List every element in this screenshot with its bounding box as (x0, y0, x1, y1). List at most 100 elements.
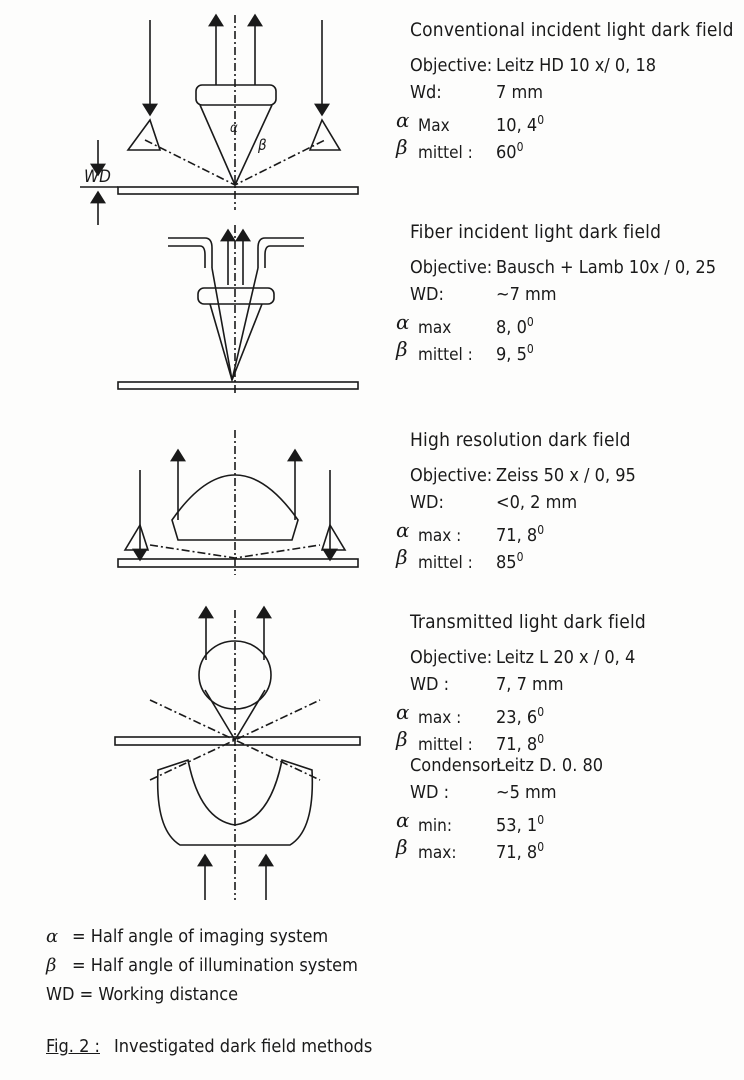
parameter-subscript: mittel : (418, 735, 473, 755)
parameter-value: 71, 80 (496, 726, 544, 758)
diagram-high-resolution (117, 430, 359, 575)
wd-label: WD (84, 167, 111, 187)
value-text: <0, 2 mm (496, 492, 578, 513)
parameter-row: WD:~7 mm (396, 282, 744, 309)
parameter-label: WD: (410, 492, 444, 513)
parameter-symbol: β (396, 727, 408, 751)
parameter-row: Condensor:Leitz D. 0. 80 (396, 753, 744, 780)
parameter-value: 600 (496, 134, 523, 166)
figure-caption: Fig. 2 :Investigated dark field methods (46, 1036, 372, 1057)
parameter-value: Leitz L 20 x / 0, 4 (496, 645, 635, 671)
parameter-row: β mittel : 600 (396, 134, 744, 163)
value-text: 8, 0 (496, 317, 527, 338)
value-text: 71, 8 (496, 525, 538, 546)
parameter-symbol: α (396, 108, 410, 132)
parameter-row: α min: 53, 10 (396, 807, 744, 836)
value-text: Zeiss 50 x / 0, 95 (496, 465, 636, 486)
parameter-value: 53, 10 (496, 807, 544, 839)
parameter-value: 71, 80 (496, 517, 544, 549)
parameter-subscript: mittel : (418, 143, 473, 163)
parameter-symbol: α (396, 700, 410, 724)
parameter-row: α Max 10, 40 (396, 107, 744, 136)
legend-symbol: α (46, 926, 59, 947)
parameter-subscript: Max (418, 116, 450, 136)
parameter-row: Objective:Leitz L 20 x / 0, 4 (396, 645, 744, 672)
parameter-symbol: α (396, 518, 410, 542)
legend-item: β = Half angle of illumination system (46, 951, 358, 980)
legend-item: WD = Working distance (46, 980, 358, 1009)
parameter-value: 8, 00 (496, 309, 534, 341)
parameter-value: 71, 80 (496, 834, 544, 866)
value-text: 60 (496, 142, 517, 163)
parameter-value: Bausch + Lamb 10x / 0, 25 (496, 255, 716, 281)
value-text: 23, 6 (496, 707, 538, 728)
parameter-value: 850 (496, 544, 523, 576)
parameter-label: Objective: (410, 257, 493, 278)
parameter-row: Objective:Leitz HD 10 x/ 0, 18 (396, 53, 744, 80)
parameter-row: Objective:Zeiss 50 x / 0, 95 (396, 463, 744, 490)
value-text: 9, 5 (496, 344, 527, 365)
degree-superscript: 0 (537, 523, 545, 537)
legend-text: = Half angle of imaging system (72, 926, 329, 947)
degree-superscript: 0 (516, 140, 524, 154)
degree-superscript: 0 (526, 315, 534, 329)
parameter-row: WD :~5 mm (396, 780, 744, 807)
parameter-row: α max : 71, 80 (396, 517, 744, 546)
degree-superscript: 0 (537, 705, 545, 719)
legend-symbol: WD (46, 984, 75, 1005)
parameter-symbol: α (396, 310, 410, 334)
degree-superscript: 0 (537, 813, 545, 827)
parameter-subscript: mittel : (418, 345, 473, 365)
figure-number: Fig. 2 : (46, 1036, 100, 1057)
parameter-label: Condensor: (410, 755, 503, 776)
diagram-transmitted (114, 605, 361, 900)
value-text: Leitz HD 10 x/ 0, 18 (496, 55, 657, 76)
value-text: ~7 mm (496, 284, 557, 305)
value-text: Leitz D. 0. 80 (496, 755, 604, 776)
parameter-row: β mittel : 71, 80 (396, 726, 744, 755)
parameter-label: WD : (410, 674, 450, 695)
value-text: 85 (496, 552, 517, 573)
section-title: Conventional incident light dark field (410, 19, 734, 41)
degree-superscript: 0 (516, 550, 524, 564)
parameter-value: Leitz D. 0. 80 (496, 753, 603, 779)
parameter-subscript: max: (418, 843, 457, 863)
parameter-row: WD: <0, 2 mm (396, 490, 744, 517)
parameter-label: Objective: (410, 647, 493, 668)
diagram-conventional: WD α β (80, 13, 359, 225)
parameter-symbol: β (396, 835, 408, 859)
parameter-subscript: min: (418, 816, 452, 836)
value-text: 71, 8 (496, 842, 538, 863)
parameter-value: 7 mm (496, 80, 543, 106)
value-text: Leitz L 20 x / 0, 4 (496, 647, 636, 668)
value-text: Bausch + Lamb 10x / 0, 25 (496, 257, 717, 278)
parameter-subscript: max (418, 318, 452, 338)
parameter-value: Leitz HD 10 x/ 0, 18 (496, 53, 656, 79)
parameter-value: 9, 50 (496, 336, 534, 368)
degree-superscript: 0 (526, 342, 534, 356)
parameter-label: Wd: (410, 82, 442, 103)
parameter-value: Zeiss 50 x / 0, 95 (496, 463, 636, 489)
parameter-symbol: α (396, 808, 410, 832)
alpha-label: α (230, 121, 238, 136)
parameter-subscript: mittel : (418, 553, 473, 573)
section-title: Fiber incident light dark field (410, 221, 662, 243)
degree-superscript: 0 (537, 732, 545, 746)
parameter-value: <0, 2 mm (496, 490, 577, 516)
parameter-row: β max: 71, 80 (396, 834, 744, 863)
parameter-row: Objective:Bausch + Lamb 10x / 0, 25 (396, 255, 744, 282)
parameter-value: 10, 40 (496, 107, 544, 139)
parameter-value: ~5 mm (496, 780, 557, 806)
section-title: Transmitted light dark field (410, 611, 646, 633)
legend-text: = Half angle of illumination system (72, 955, 358, 976)
parameter-subscript: max : (418, 526, 462, 546)
parameter-symbol: β (396, 135, 408, 159)
legend-symbol: β (46, 955, 57, 976)
value-text: 7, 7 mm (496, 674, 564, 695)
